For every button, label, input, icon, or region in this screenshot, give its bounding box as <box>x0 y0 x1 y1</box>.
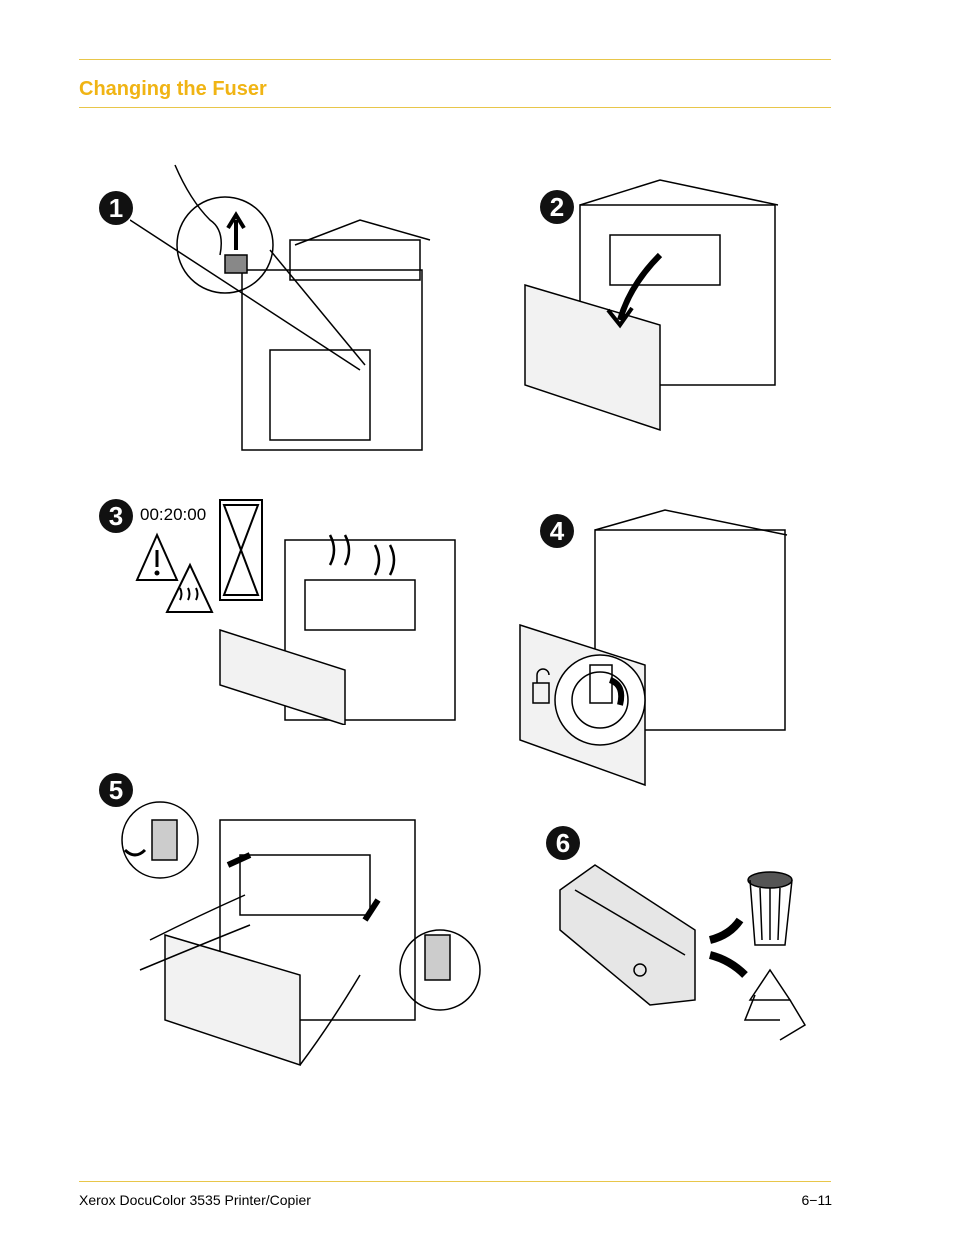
step-number-badge: 2 <box>540 190 574 224</box>
open-left-door-icon <box>524 179 779 432</box>
printer-front-door-release-icon <box>130 164 431 451</box>
footer-product-name: Xerox DocuColor 3535 Printer/Copier <box>79 1192 311 1208</box>
title-underline <box>79 107 831 108</box>
step-number-badge: 3 <box>99 499 133 533</box>
unlock-fuser-lever-icon <box>519 509 788 787</box>
step-number-badge: 1 <box>99 191 133 225</box>
cooldown-timer: 00:20:00 <box>140 505 207 524</box>
top-rule <box>79 59 831 60</box>
footer-page-number: 6−11 <box>801 1192 833 1208</box>
step-number-badge: 6 <box>546 826 580 860</box>
hot-fuser-icon <box>219 534 456 725</box>
page-title: Changing the Fuser <box>79 78 267 100</box>
warning-hot-surface-icon <box>135 499 263 613</box>
fuser-disposal-icon <box>559 864 807 1041</box>
step-number-badge: 4 <box>540 514 574 548</box>
footer-rule <box>79 1181 831 1182</box>
remove-fuser-icon <box>121 801 481 1067</box>
step-number-badge: 5 <box>99 773 133 807</box>
